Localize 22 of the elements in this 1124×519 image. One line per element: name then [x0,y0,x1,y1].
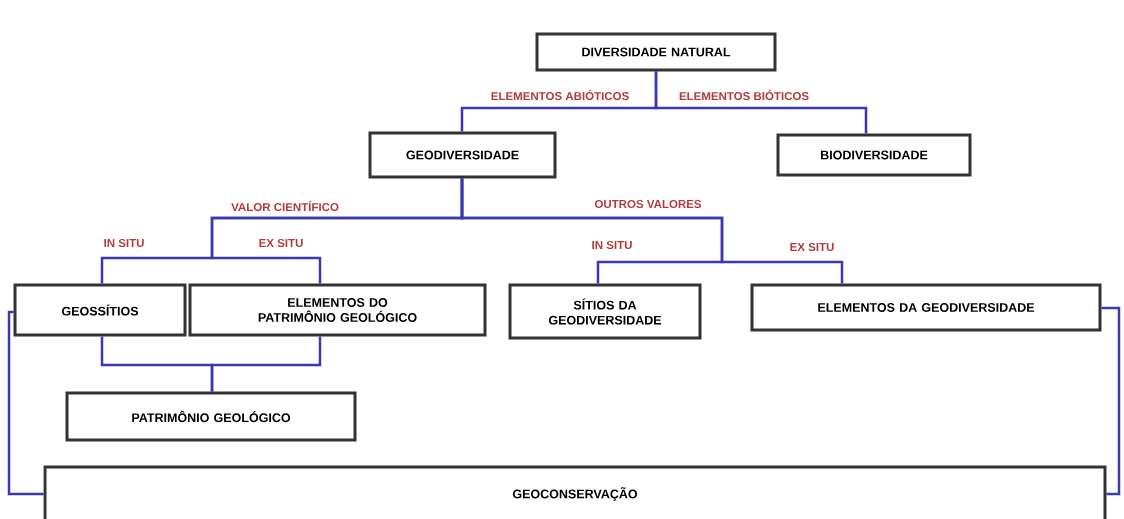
connector-line [460,178,844,284]
concept-box: ELEMENTOS DO PATRIMÔNIO GEOLÓGICO [188,283,487,337]
concept-box: ELEMENTOS DA GEODIVERSIDADE [750,283,1102,332]
branch-label: OUTROS VALORES [592,198,704,210]
connector-line [7,310,44,496]
concept-box: DIVERSIDADE NATURAL [535,32,777,72]
concept-box: GEOCONSERVAÇÃO [43,465,1107,519]
connector-line [210,336,322,392]
concept-box: GEODIVERSIDADE [368,131,557,179]
edge-label: EX SITU [788,241,836,253]
concept-box: SÍTIOS DA GEODIVERSIDADE [508,283,702,340]
concept-box: PATRIMÔNIO GEOLÓGICO [65,391,357,442]
edge-label: ELEMENTOS ABIÓTICOS [489,88,631,102]
connector-line [654,71,868,134]
branch-label: VALOR CIENTÍFICO [229,199,341,213]
edge-label: IN SITU [102,237,146,249]
concept-box: GEOSSÍTIOS [13,283,187,337]
connector-line [1101,306,1121,496]
concept-box: BIODIVERSIDADE [776,133,972,177]
edge-label: EX SITU [257,237,305,249]
edge-label: IN SITU [590,239,634,251]
edge-label: ELEMENTOS BIÓTICOS [677,88,811,102]
